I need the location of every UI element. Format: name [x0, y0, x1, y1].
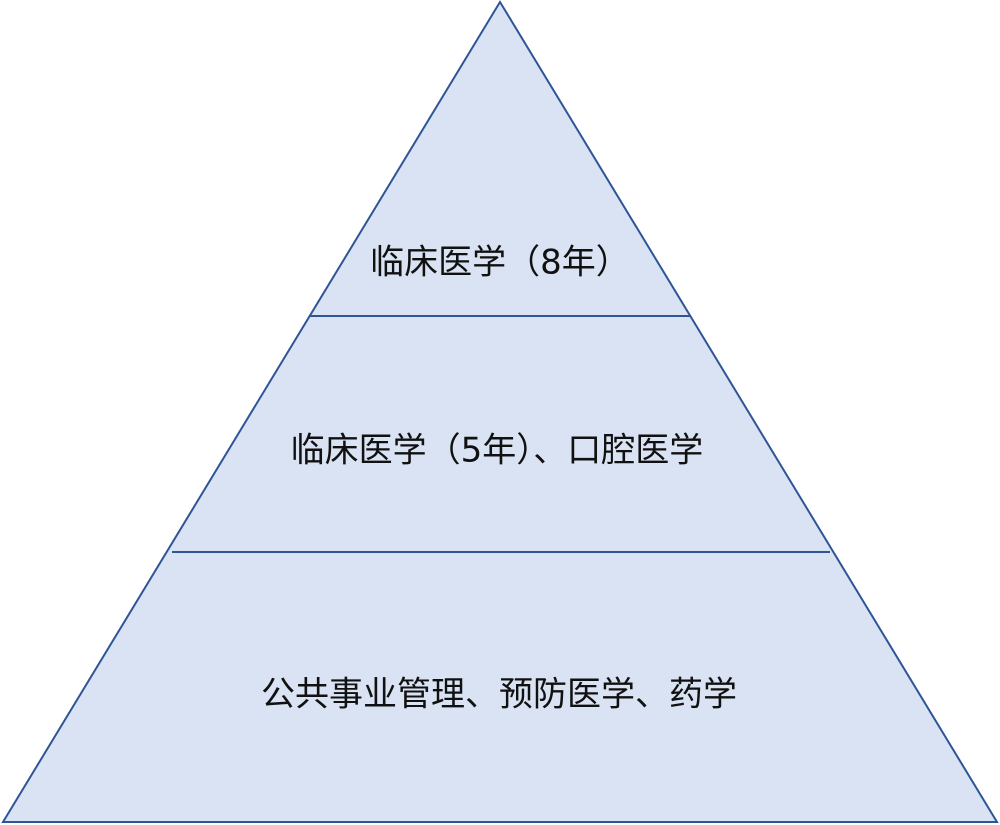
tier-label-middle: 临床医学（5年）、口腔医学 [291, 431, 704, 471]
tier-label-top: 临床医学（8年） [370, 243, 630, 283]
tier-label-bottom: 公共事业管理、预防医学、药学 [261, 675, 737, 715]
